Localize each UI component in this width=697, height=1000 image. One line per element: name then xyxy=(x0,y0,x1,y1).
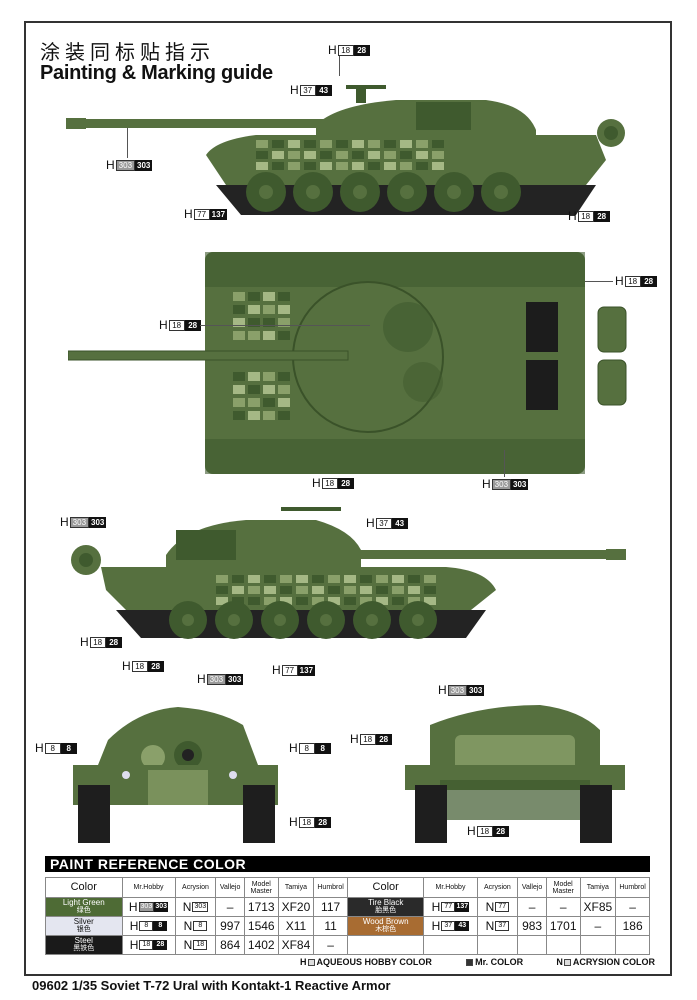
paint-table-title: PAINT REFERENCE COLOR xyxy=(45,856,650,872)
tank-front-view xyxy=(73,707,278,843)
tank-side-view-right xyxy=(71,507,626,639)
acrysion-square-icon xyxy=(563,959,571,966)
legend-mr-color: Mr. COLOR xyxy=(465,957,523,967)
tank-top-view xyxy=(68,252,627,474)
mr-color-square-icon xyxy=(466,959,474,966)
title-english: Painting & Marking guide xyxy=(40,62,273,84)
title-chinese: 涂装同标贴指示 xyxy=(40,40,215,64)
table-header-row: Color Mr.Hobby Acrysion Vallejo Model Ma… xyxy=(45,877,650,898)
paint-reference-table: Color Mr.Hobby Acrysion Vallejo Model Ma… xyxy=(45,877,650,955)
tank-side-view-left xyxy=(66,85,625,215)
tank-rear-view xyxy=(405,705,625,843)
swatch-empty xyxy=(346,935,425,955)
aqueous-square-icon xyxy=(307,959,315,966)
product-title: 09602 1/35 Soviet T-72 Ural with Kontakt… xyxy=(32,978,391,993)
